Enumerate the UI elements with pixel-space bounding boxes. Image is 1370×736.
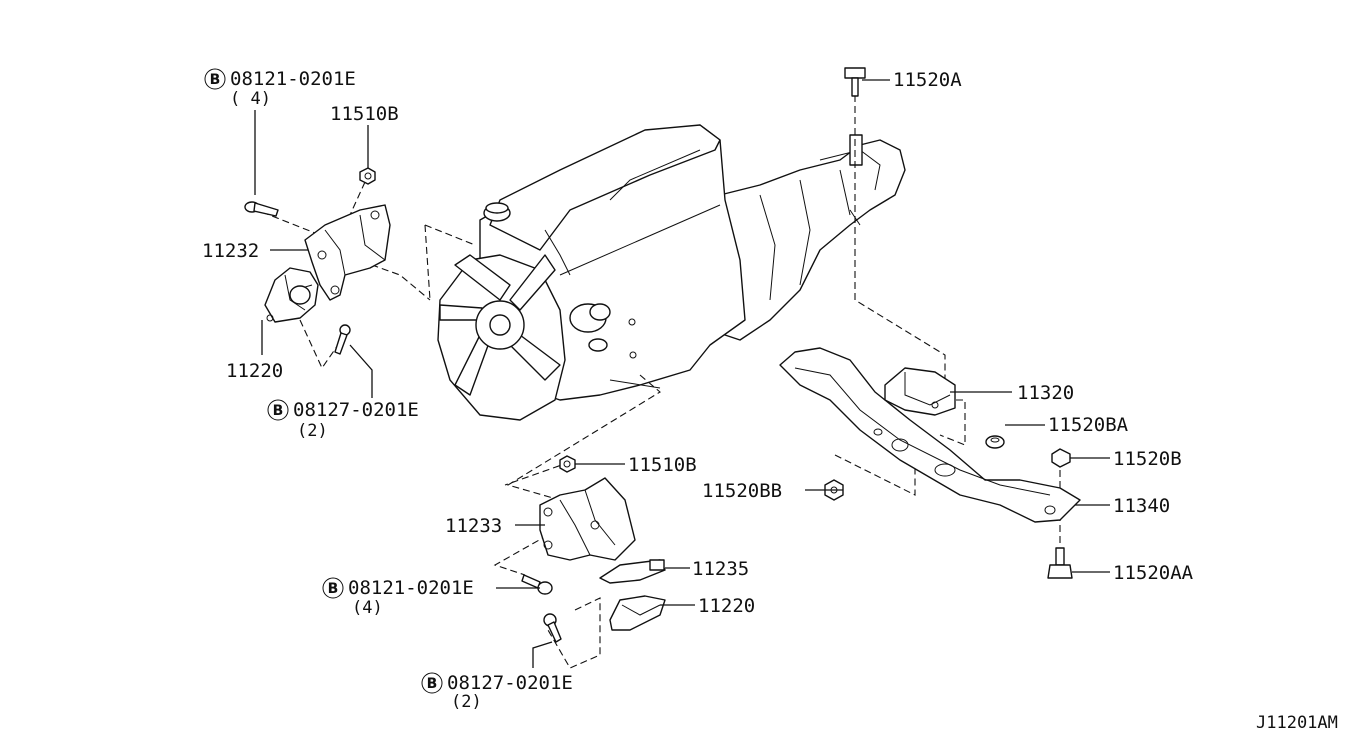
callout-qty: (2) (451, 692, 482, 712)
svg-text:B: B (210, 72, 221, 88)
svg-text:B: B (328, 581, 339, 597)
bolt-icon (1047, 547, 1073, 579)
bolt-mark-icon: B (322, 577, 344, 599)
callout-code: 11510B (330, 103, 399, 125)
callout-qty: (4) (352, 598, 383, 618)
callout-code: 11520A (893, 69, 962, 91)
callout-code: 11320 (1017, 382, 1074, 404)
nut-icon (559, 455, 576, 473)
right-front-mount (521, 455, 666, 643)
bolt-icon (543, 613, 562, 643)
callout-code: 08121-0201E (348, 577, 474, 599)
callout-code: 11520AA (1113, 562, 1194, 584)
rear-mount (779, 67, 1081, 579)
callout-code: 11233 (445, 515, 502, 537)
callout-code: 11220 (226, 360, 283, 382)
cooling-fan (439, 254, 561, 396)
callout-labels: B 08121-0201E ( 4) 11510B 11232 11220 B … (202, 68, 1338, 733)
callout-code: 08121-0201E (230, 68, 356, 90)
callout-code: 11520BA (1048, 414, 1129, 436)
callout-qty: ( 4) (230, 89, 271, 109)
leader-lines (254, 79, 1110, 668)
diagram-id: J11201AM (1256, 713, 1338, 733)
callout-code: 08127-0201E (447, 672, 573, 694)
callout-code: 08127-0201E (293, 399, 419, 421)
callout-code: 11510B (628, 454, 697, 476)
callout-code: 11520BB (702, 480, 782, 502)
bolt-mark-icon: B (204, 68, 226, 90)
engine-assembly (437, 124, 906, 421)
bolt-mark-icon: B (267, 399, 289, 421)
callout-code: 11340 (1113, 495, 1170, 517)
bolt-icon (244, 201, 279, 217)
bolt-mark-icon: B (421, 672, 443, 694)
nut-icon (359, 167, 376, 185)
callout-code: 11232 (202, 240, 259, 262)
callout-code: 11520B (1113, 448, 1182, 470)
callout-code: 11220 (698, 595, 755, 617)
bolt-icon (521, 574, 553, 595)
svg-text:B: B (273, 403, 284, 419)
left-front-mount (244, 167, 391, 355)
bolt-icon (334, 324, 351, 355)
callout-qty: (2) (297, 421, 328, 441)
callout-code: 11235 (692, 558, 749, 580)
bolt-icon (844, 67, 866, 97)
svg-text:B: B (427, 676, 438, 692)
nut-icon (1051, 448, 1071, 468)
